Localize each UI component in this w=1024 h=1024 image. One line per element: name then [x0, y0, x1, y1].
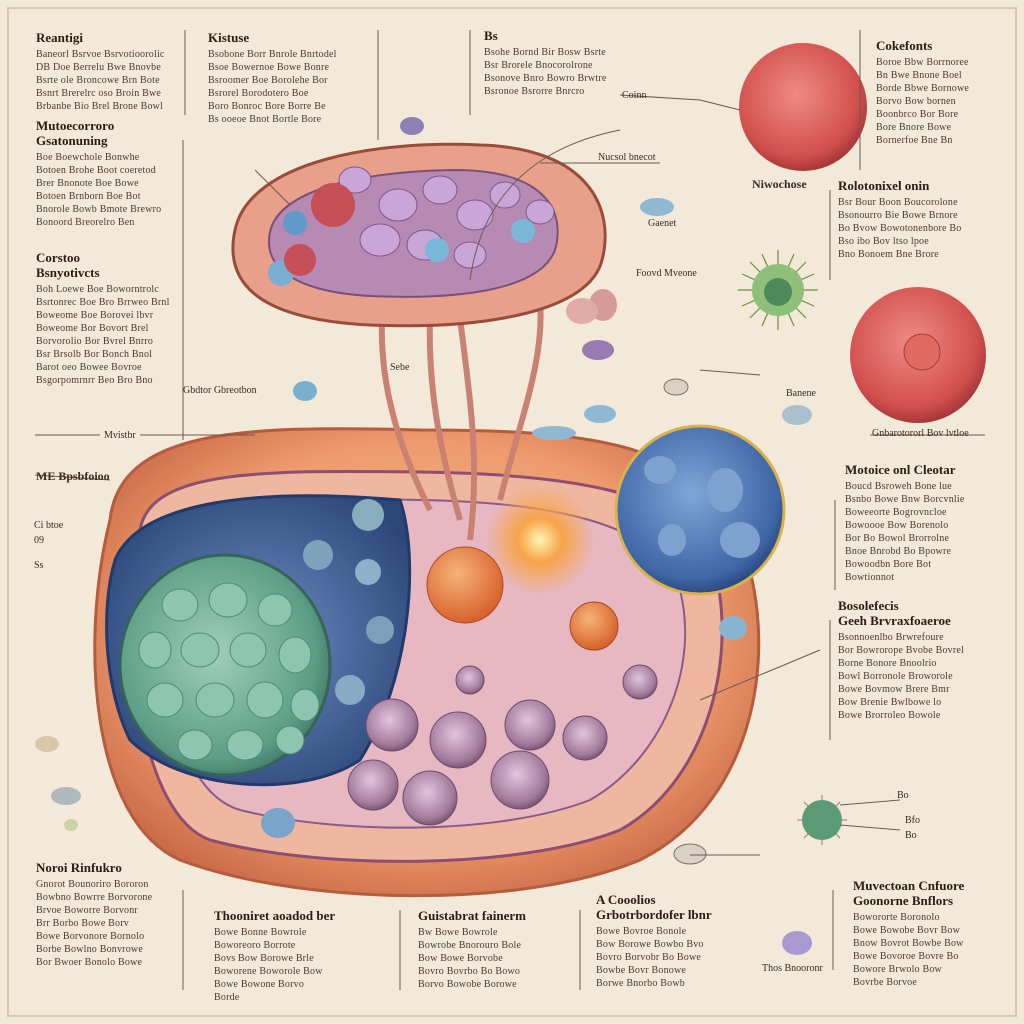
label-food-membrane: Foovd Mveone — [636, 268, 697, 279]
label-sebe: Sebe — [390, 362, 410, 373]
text-block-bottom-center-3: A Cooolios Grbotrbordofer lbnr Bowe Bovr… — [596, 892, 766, 990]
block-heading: A Cooolios Grbotrbordofer lbnr — [596, 892, 712, 922]
text-block-bottom-right: Muvectoan Cnfuore Goonorne Bnflors Bowor… — [853, 878, 1013, 989]
text-block-top-left: Reantigi Baneorl Bsrvoe Bsrvotioorolic D… — [36, 30, 186, 113]
blue-granular-vesicle-icon — [614, 424, 786, 596]
text-block-top-center-2: Bs Bsohe Bornd Bir Bosw Bsrte Bsr Brorel… — [484, 28, 654, 98]
label-banene: Banene — [786, 388, 816, 399]
block-body: Boroe Bbw Borrnoree Bn Bwe Bnone Boel Bo… — [876, 57, 970, 146]
spiky-green-cell-icon — [738, 250, 818, 330]
block-body: Bsr Bour Boon Boucorolone Bsonourro Bie … — [838, 197, 962, 260]
small-capsule-organelle-icon — [35, 117, 812, 955]
block-heading: Corstoo Bsnyotivcts — [36, 250, 100, 280]
text-block-top-right: Cokefonts Boroe Bbw Borrnoree Bn Bwe Bno… — [876, 38, 1006, 147]
label-gnbarotororl: Gnbarotororl Bov lvtloe — [872, 428, 969, 439]
text-block-mid-right-1: Rolotonixel onin Bsr Bour Boon Boucorolo… — [838, 178, 1008, 261]
label-coinn: Coinn — [622, 90, 647, 101]
small-spiky-cell-icon — [797, 795, 847, 845]
label-bo-bottom: Bo — [905, 830, 917, 841]
block-heading: Mutoecorroro Gsatonuning — [36, 118, 115, 148]
label-bfo: Bfo — [905, 815, 920, 826]
label-ci: Ci btoe — [34, 520, 64, 531]
block-heading: Thooniret aoadod ber — [214, 908, 336, 923]
label-gbdtor: Gbdtor Gbreotbon — [183, 385, 257, 396]
block-heading: Reantigi — [36, 30, 83, 45]
block-heading: Noroi Rinfukro — [36, 860, 122, 875]
block-body: Bowe Bovroe Bonole Bow Borowe Bowbo Bvo … — [596, 926, 704, 989]
label-niwochose: Niwochose — [752, 177, 807, 191]
block-heading: Rolotonixel onin — [838, 178, 930, 193]
text-block-left-2: Mutoecorroro Gsatonuning Boe Boewchole B… — [36, 118, 186, 229]
label-09: 09 — [34, 535, 44, 546]
block-body: Boe Boewchole Bonwhe Botoen Brohe Boot c… — [36, 152, 162, 228]
label-nucleus: Nucsol bnecot — [598, 152, 656, 163]
small-orange-organelle — [569, 601, 619, 651]
label-ss: Ss — [34, 560, 44, 571]
block-heading: Guistabrat fainerm — [418, 908, 526, 923]
block-heading: Muvectoan Cnfuore Goonorne Bnflors — [853, 878, 965, 908]
block-heading: Motoice onl Cleotar — [845, 462, 956, 477]
purple-vesicles — [347, 664, 658, 826]
connecting-stalks — [378, 299, 544, 541]
label-mvistbr: Mvistbr — [104, 430, 136, 441]
text-block-mid-right-3: Bosolefecis Geeh Brvraxfoaeroe Bsonnoenl… — [838, 598, 1008, 722]
label-me: ME Bpsbfoioo — [36, 469, 110, 483]
label-bo-top: Bo — [897, 790, 909, 801]
text-block-bottom-center-1: Thooniret aoadod ber Bowe Bonne Bowrole … — [214, 908, 374, 1004]
block-body: Bsonnoenlbo Brwrefoure Bor Bowrorope Bvo… — [838, 632, 965, 721]
text-block-left-3: Corstoo Bsnyotivcts Boh Loewe Boe Boworn… — [36, 250, 186, 387]
block-body: Bsobone Borr Bnrole Bnrtodel Bsoe Bowern… — [208, 49, 337, 125]
red-nucleated-cell-icon — [850, 287, 986, 423]
red-sphere-cell-icon — [739, 43, 867, 171]
orange-organelle — [426, 546, 504, 624]
text-block-mid-right-2: Motoice onl Cleotar Boucd Bsroweh Bone l… — [845, 462, 1010, 584]
label-thos: Thos Bnooronr — [762, 963, 823, 974]
block-body: Bw Bowe Bowrole Bowrobe Bnorouro Bole Bo… — [418, 927, 522, 990]
block-body: Bowe Bonne Bowrole Boworeoro Borrote Bov… — [214, 927, 323, 1003]
block-body: Baneorl Bsrvoe Bsrvotioorolic DB Doe Ber… — [36, 49, 165, 112]
block-heading: Bs — [484, 28, 498, 43]
block-body: Boucd Bsroweh Bone lue Bsnbo Bowe Bnw Bo… — [845, 481, 965, 583]
leader-lines — [34, 30, 985, 990]
label-gaenet: Gaenet — [648, 218, 677, 229]
green-nucleus — [118, 553, 332, 777]
text-block-top-center-1: Kistuse Bsobone Borr Bnrole Bnrtodel Bso… — [208, 30, 373, 126]
energy-glow — [485, 485, 595, 595]
block-body: Bsohe Bornd Bir Bosw Bsrte Bsr Brorele B… — [484, 47, 607, 97]
block-heading: Kistuse — [208, 30, 250, 45]
text-block-bottom-center-2: Guistabrat fainerm Bw Bowe Bowrole Bowro… — [418, 908, 578, 991]
upper-organelle — [231, 142, 607, 328]
text-block-bottom-left: Noroi Rinfukro Gnorot Bounoriro Bororon … — [36, 860, 186, 969]
block-heading: Cokefonts — [876, 38, 933, 53]
block-body: Gnorot Bounoriro Bororon Bowbno Bowrre B… — [36, 879, 153, 968]
block-heading: Bosolefecis Geeh Brvraxfoaeroe — [838, 598, 951, 628]
block-body: Boh Loewe Boe Boworntrolc Bsrtonrec Boe … — [36, 284, 170, 386]
block-body: Bowororte Boronolo Bowe Bowobe Bovr Bow … — [853, 912, 964, 988]
